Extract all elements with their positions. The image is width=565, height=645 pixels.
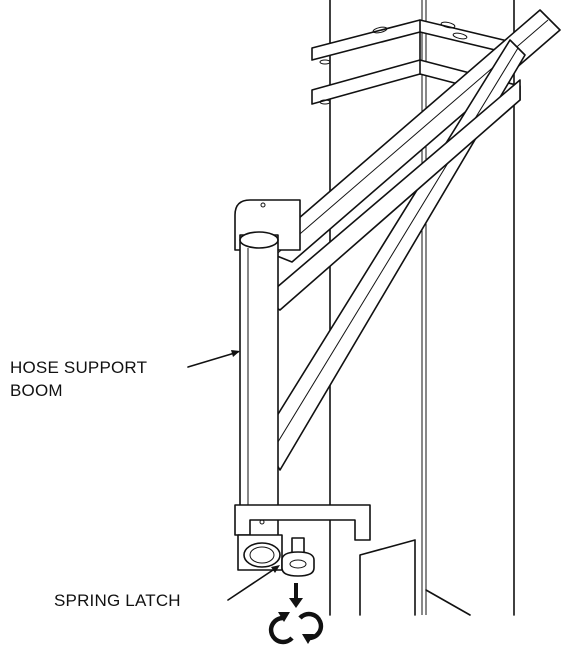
spring-latch-label: SPRING LATCH — [54, 589, 181, 612]
lower-clamp-bracket — [234, 504, 371, 571]
hose-support-boom-label: HOSE SUPPORT BOOM — [10, 356, 147, 402]
hose-support-boom — [239, 231, 279, 551]
spring-latch-label-text: SPRING LATCH — [54, 591, 181, 610]
hose-support-boom-label-line1: HOSE SUPPORT — [10, 358, 148, 377]
lower-foot-bracket — [359, 539, 471, 616]
latch-leader-line — [227, 565, 280, 601]
hose-support-boom-label-line2: BOOM — [10, 381, 63, 400]
diagonal-brace — [261, 9, 561, 471]
pull-down-and-rotate-icon — [268, 583, 324, 645]
boom-leader-line — [187, 350, 240, 368]
spring-latch[interactable] — [281, 537, 315, 577]
